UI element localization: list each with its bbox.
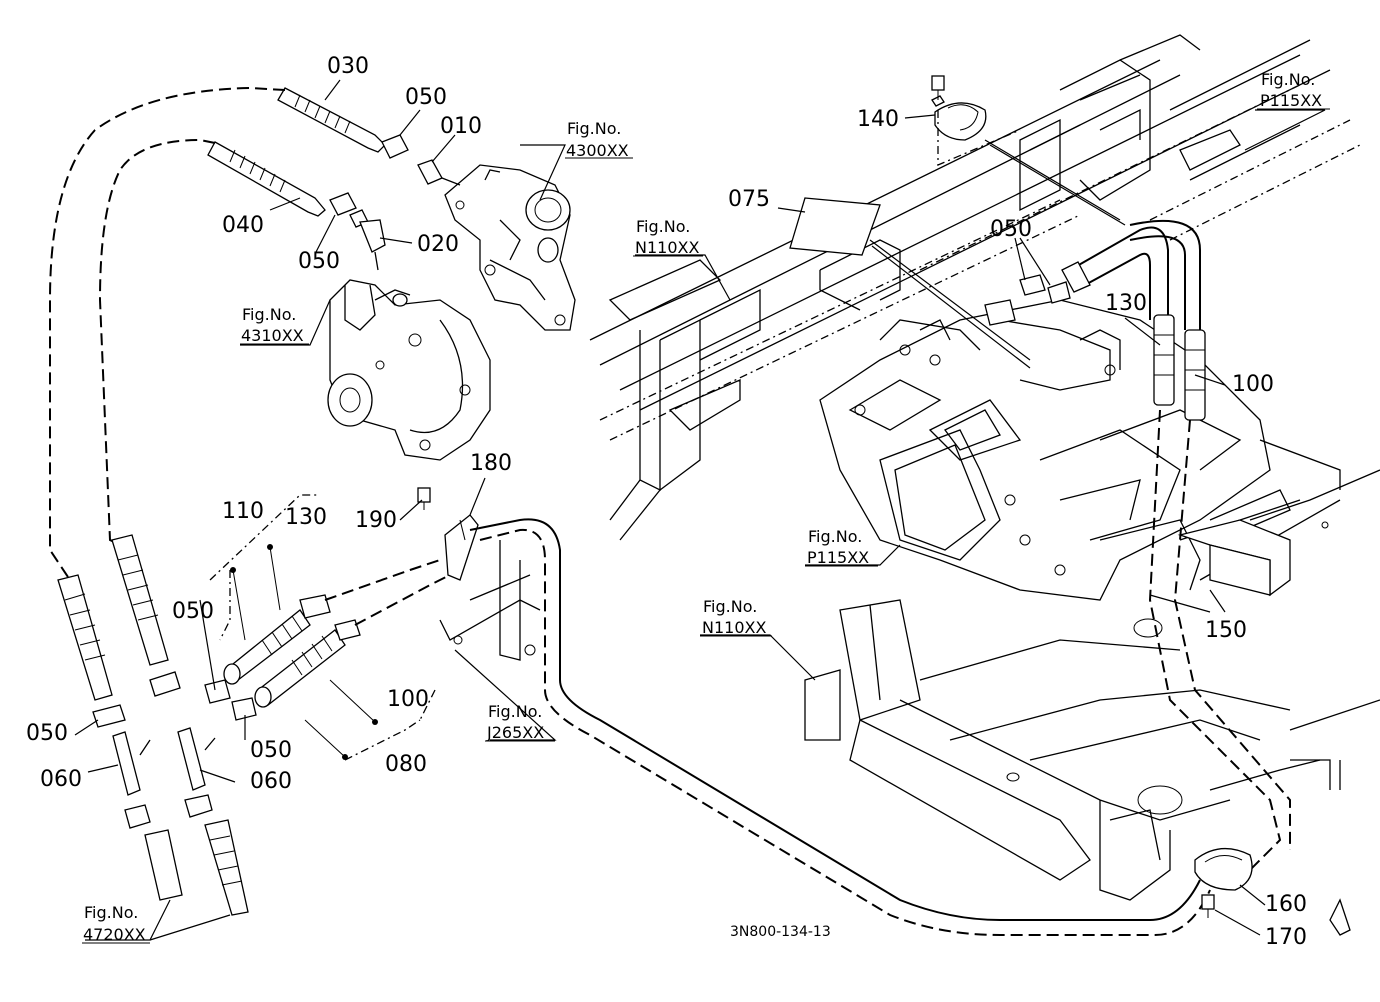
label-010: 010	[440, 114, 482, 139]
label-040: 040	[222, 213, 264, 238]
label-050-right: 050	[990, 217, 1032, 242]
leader-lines	[74, 79, 1326, 941]
label-180: 180	[470, 451, 512, 476]
clip-160-bolt-170	[1194, 848, 1253, 918]
label-050-lower: 050	[250, 738, 292, 763]
label-110: 110	[222, 499, 264, 524]
label-050-top: 050	[405, 85, 447, 110]
label-060-left: 060	[40, 767, 82, 792]
fig-prefix-P115-mid: Fig.No.	[808, 527, 862, 546]
label-140: 140	[857, 107, 899, 132]
label-020: 020	[417, 232, 459, 257]
fig-prefix-N110-top: Fig.No.	[636, 217, 690, 236]
fig-prefix-N110-bottom: Fig.No.	[703, 597, 757, 616]
label-050-mid: 050	[298, 249, 340, 274]
fig-ref-J265: J265XX	[486, 723, 544, 742]
left-hose-sections	[57, 534, 257, 916]
drawing-code: 3N800-134-13	[730, 924, 831, 940]
clip-180-bolt-190	[417, 487, 541, 661]
label-190: 190	[355, 508, 397, 533]
fig-ref-4300: 4300XX	[566, 141, 629, 160]
fig-ref-N110-bottom: N110XX	[702, 618, 766, 637]
label-150: 150	[1205, 618, 1247, 643]
fig-ref-4310: 4310XX	[241, 326, 304, 345]
fig-ref-P115-mid: P115XX	[807, 548, 869, 567]
fig-ref-P115-top: P115XX	[1260, 91, 1322, 110]
thermostat-housing	[444, 164, 576, 331]
label-060-right: 060	[250, 769, 292, 794]
figure-references: Fig.No. 4300XX Fig.No. 4310XX Fig.No. N1…	[83, 70, 1322, 944]
fig-ref-underlines	[82, 108, 1330, 944]
label-075: 075	[728, 187, 770, 212]
chassis-frame	[589, 34, 1361, 541]
label-030: 030	[327, 54, 369, 79]
label-160: 160	[1265, 892, 1307, 917]
middle-hose-assembly	[209, 494, 461, 761]
label-130-right: 130	[1105, 291, 1147, 316]
part-150-bracket	[1177, 519, 1291, 597]
label-080: 080	[385, 752, 427, 777]
fig-prefix-4720: Fig.No.	[84, 903, 138, 922]
routed-hose-bottom	[469, 518, 1211, 936]
label-100-right: 100	[1232, 372, 1274, 397]
fig-prefix-4300: Fig.No.	[567, 119, 621, 138]
fittings-010-020	[349, 159, 461, 271]
hose-030	[277, 87, 409, 159]
floor-panel	[804, 599, 1380, 936]
label-050-left: 050	[26, 721, 68, 746]
part-140-clip	[931, 75, 1126, 226]
heater-unit	[819, 299, 1380, 601]
fig-prefix-J265: Fig.No.	[488, 702, 542, 721]
left-long-hoses	[49, 86, 286, 581]
water-pump	[327, 279, 491, 461]
label-100-mid: 100	[387, 687, 429, 712]
part-075-pad	[789, 197, 1031, 369]
fig-ref-N110-top: N110XX	[635, 238, 699, 257]
fig-ref-4720: 4720XX	[83, 925, 146, 944]
hose-040	[207, 141, 357, 217]
fig-prefix-P115-top: Fig.No.	[1261, 70, 1315, 89]
fig-prefix-4310: Fig.No.	[242, 305, 296, 324]
label-050-left-mid: 050	[172, 599, 214, 624]
label-130-mid: 130	[285, 505, 327, 530]
label-170: 170	[1265, 925, 1307, 950]
part-labels: 030 050 010 040 050 020 140 075 050 130 …	[26, 54, 1307, 950]
